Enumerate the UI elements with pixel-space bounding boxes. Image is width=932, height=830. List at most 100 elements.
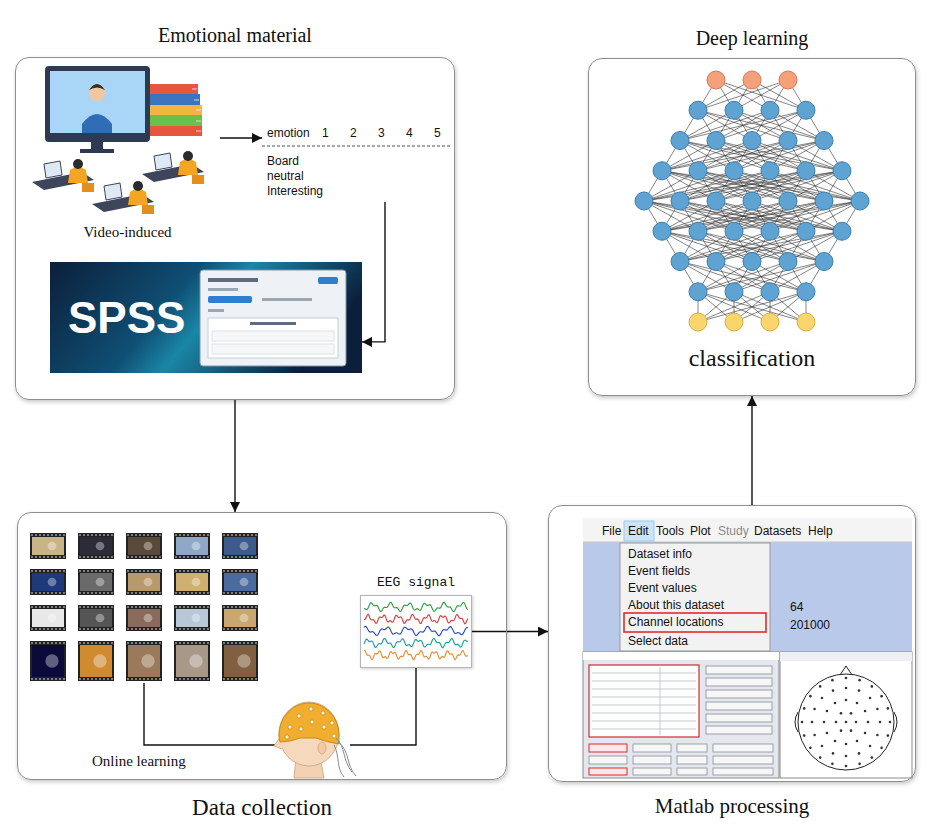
network-neuron (779, 253, 797, 271)
spss-banner (50, 262, 362, 373)
network-neuron (797, 101, 815, 119)
network-neuron (743, 192, 761, 210)
menu-option: About this dataset (628, 598, 724, 612)
network-neuron (689, 313, 707, 331)
electrode-dot (879, 721, 882, 724)
network-neuron (707, 132, 725, 150)
electrode-dot (821, 745, 824, 748)
panel-title: Deep learning (696, 26, 809, 50)
video-thumbnails (30, 533, 258, 681)
electrode-dot (858, 752, 861, 755)
leader-line (144, 683, 275, 745)
network-neuron (797, 283, 815, 301)
network-neuron (833, 222, 851, 240)
stage-panel: Matlab processing (548, 505, 916, 782)
network-neuron (725, 162, 743, 180)
electrode-dot (845, 677, 848, 680)
classroom-illustration (32, 66, 204, 214)
image-caption: Video-induced (83, 223, 171, 241)
table-cell: 5 (434, 126, 441, 140)
menu-item: Help (808, 524, 833, 538)
eeg-cap-head (274, 702, 356, 778)
electrode-dot (819, 685, 822, 688)
eeg-trace (364, 602, 468, 611)
menu-item: Tools (656, 524, 684, 538)
flow-arrow (234, 400, 235, 512)
eeg-trace (364, 626, 468, 635)
electrode-dot (858, 679, 861, 682)
menu-option: Event fields (628, 564, 690, 578)
video-thumbnail (126, 533, 162, 559)
network-neuron (671, 132, 689, 150)
network-neuron (689, 222, 707, 240)
video-thumbnail (126, 641, 162, 681)
network-neuron (689, 283, 707, 301)
electrode-dot (845, 765, 848, 768)
menu-item: Datasets (754, 524, 801, 538)
network-neuron (653, 162, 671, 180)
video-thumbnail (30, 641, 66, 681)
video-thumbnail (30, 569, 66, 595)
electrode-dot (864, 710, 867, 713)
electrode-dot (858, 689, 861, 692)
rating-table: emotion12345BoardneutralInteresting (262, 122, 452, 202)
electrode-dot (869, 745, 872, 748)
electrode-dot (835, 721, 838, 724)
network-neuron (743, 132, 761, 150)
network-link (698, 292, 806, 322)
menu-option: Event values (628, 581, 697, 595)
electrode-dot (864, 732, 867, 735)
panel-title: Matlab processing (655, 794, 810, 819)
table-cell: 2 (350, 126, 357, 140)
flow-arrow (751, 396, 752, 505)
output-label: classification (689, 344, 816, 373)
electrode-dot (876, 708, 879, 711)
network-neuron (725, 101, 743, 119)
network-neuron (689, 162, 707, 180)
network-neuron (797, 162, 815, 180)
electrode-dot (826, 732, 829, 735)
network-neuron (761, 101, 779, 119)
box-title: EEG signal (377, 575, 455, 591)
flow-arrow (350, 668, 416, 745)
network-neuron (743, 253, 761, 271)
panel-title: Data collection (192, 794, 332, 822)
video-thumbnail (126, 569, 162, 595)
network-neuron (815, 253, 833, 271)
network-neuron (779, 71, 797, 89)
network-neuron (707, 253, 725, 271)
video-thumbnail (78, 569, 114, 595)
table-cell: 3 (378, 126, 385, 140)
electrode-dot (803, 734, 806, 737)
eeg-waves (364, 602, 468, 660)
electrode-dot (803, 707, 806, 710)
electrode-dot (813, 708, 816, 711)
video-thumbnail (174, 569, 210, 595)
panel-title: Emotional material (158, 23, 312, 47)
electrode-dot (832, 689, 835, 692)
table-cell: Board (267, 154, 299, 168)
electrode-dot (856, 740, 859, 743)
eeglab-screenshot (583, 518, 912, 778)
video-thumbnail (222, 605, 258, 631)
video-thumbnail (174, 641, 210, 681)
electrode-dot (831, 679, 834, 682)
video-thumbnail (78, 533, 114, 559)
network-neuron (797, 313, 815, 331)
video-thumbnail (174, 605, 210, 631)
table-cell: 1 (322, 126, 329, 140)
network-neuron (761, 162, 779, 180)
network-neuron (761, 222, 779, 240)
flow-arrow (472, 631, 548, 632)
menu-item: File (602, 524, 621, 538)
menu-item: Edit (628, 524, 649, 538)
electrode-dot (834, 740, 837, 743)
video-thumbnail (126, 605, 162, 631)
video-thumbnail (174, 533, 210, 559)
network-neuron (725, 313, 743, 331)
menu-item: Plot (690, 524, 711, 538)
flow-arrow (220, 137, 262, 138)
video-thumbnail (78, 605, 114, 631)
electrode-dot (845, 687, 848, 690)
